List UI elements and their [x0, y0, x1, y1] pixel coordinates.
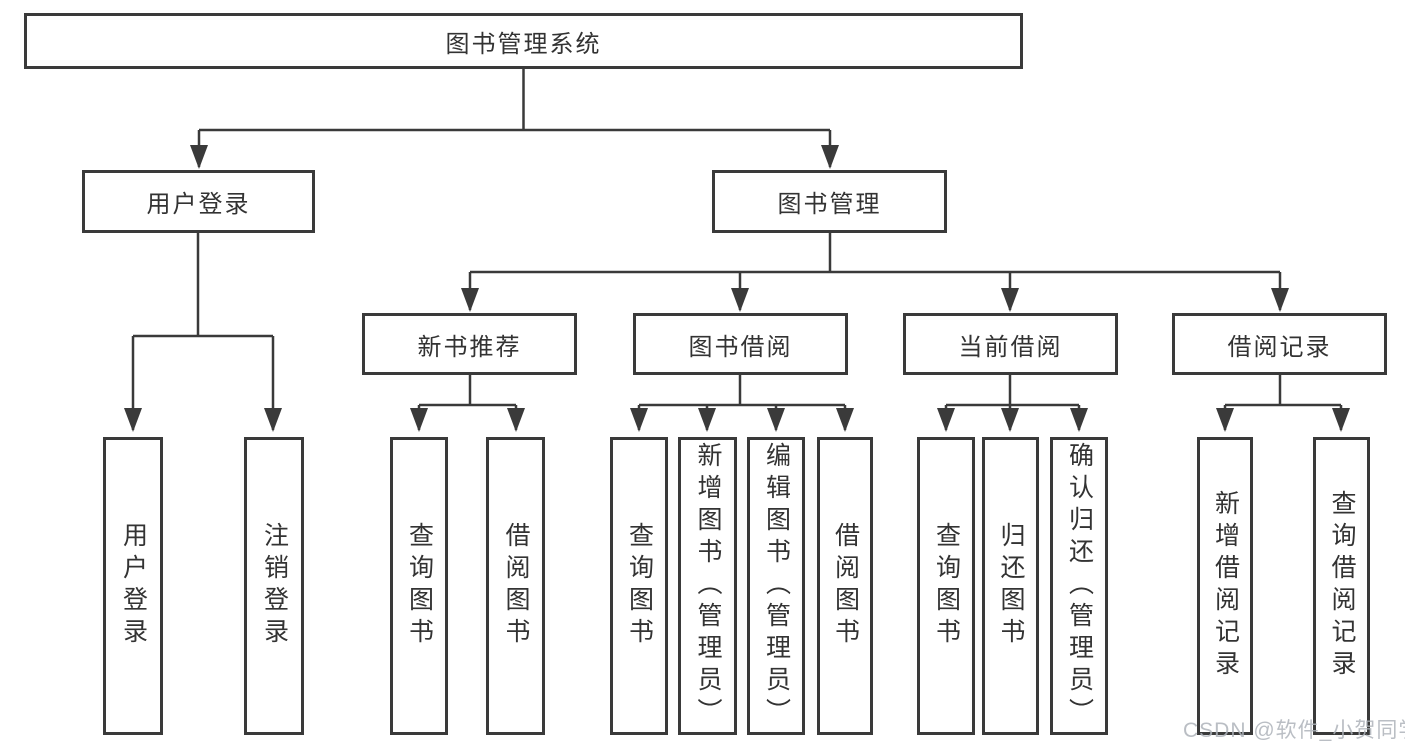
- leaf-recommend-query-book: 查询图书: [390, 437, 448, 735]
- leaf-confirm-return-admin: 确认归还（管理员）: [1050, 437, 1108, 735]
- node-label: 新增图书（管理员）: [694, 442, 722, 730]
- node-label: 借阅图书: [502, 522, 530, 650]
- node-current-borrow: 当前借阅: [903, 313, 1118, 375]
- leaf-add-borrow-record: 新增借阅记录: [1197, 437, 1253, 735]
- node-user-login: 用户登录: [82, 170, 315, 233]
- connector-book-borrow: [639, 375, 845, 407]
- connector-book-mgmt: [470, 233, 1280, 274]
- node-book-management: 图书管理: [712, 170, 947, 233]
- csdn-watermark: CSDN @软件_小贺同学: [1183, 719, 1405, 742]
- leaf-borrow-query-book: 查询图书: [610, 437, 668, 735]
- leaf-borrow-book: 借阅图书: [817, 437, 873, 735]
- node-library-management-system: 图书管理系统: [24, 13, 1023, 69]
- node-label: 用户登录: [119, 522, 148, 650]
- leaf-recommend-borrow-book: 借阅图书: [486, 437, 545, 735]
- node-label: 查询图书: [405, 522, 434, 650]
- connector-user-login: [133, 233, 273, 338]
- node-label: 借阅记录: [1227, 333, 1332, 361]
- node-label: 查询图书: [932, 522, 961, 650]
- connector-borrow-records: [1225, 375, 1341, 407]
- node-label: 用户登录: [146, 191, 251, 218]
- node-label: 图书管理: [777, 191, 882, 218]
- leaf-current-query-book: 查询图书: [917, 437, 975, 735]
- node-new-book-recommend: 新书推荐: [362, 313, 577, 375]
- node-label: 当前借阅: [958, 333, 1063, 361]
- leaf-edit-book-admin: 编辑图书（管理员）: [747, 437, 805, 735]
- connector-root: [199, 69, 830, 132]
- leaf-query-borrow-record: 查询借阅记录: [1313, 437, 1370, 735]
- connector-current-borrow: [946, 375, 1079, 407]
- node-label: 查询借阅记录: [1328, 490, 1356, 682]
- node-label: 新增借阅记录: [1211, 490, 1240, 682]
- node-label: 查询图书: [625, 522, 654, 650]
- node-label: 编辑图书（管理员）: [762, 442, 791, 730]
- node-label: 注销登录: [260, 522, 289, 650]
- connector-new-book: [419, 375, 516, 407]
- leaf-return-book: 归还图书: [982, 437, 1039, 735]
- node-label: 归还图书: [997, 522, 1025, 650]
- node-borrow-records: 借阅记录: [1172, 313, 1387, 375]
- leaf-user-login: 用户登录: [103, 437, 163, 735]
- node-book-borrow: 图书借阅: [633, 313, 848, 375]
- node-label: 借阅图书: [831, 522, 860, 650]
- node-label: 新书推荐: [417, 333, 522, 361]
- leaf-logout: 注销登录: [244, 437, 304, 735]
- node-label: 确认归还（管理员）: [1065, 442, 1094, 730]
- node-label: 图书管理系统: [445, 30, 602, 58]
- leaf-add-book-admin: 新增图书（管理员）: [678, 437, 737, 735]
- node-label: 图书借阅: [688, 333, 793, 361]
